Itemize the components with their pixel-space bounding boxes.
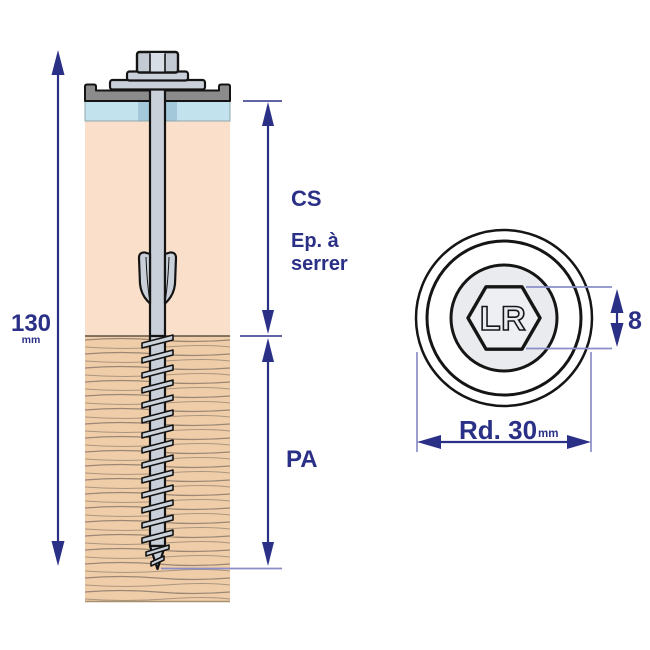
dim-8-arrow-down (610, 323, 624, 347)
washer-dim-label: Rd. 30 (459, 415, 537, 445)
hex-head-facet-lines (149, 53, 166, 72)
reamer-wing-left (137, 251, 152, 305)
dim-pa-arrow-down (262, 542, 274, 566)
dim-hex-size: 8 (526, 286, 642, 350)
thread-flight (141, 364, 174, 379)
thread-flight (141, 439, 174, 454)
thread-flight (141, 484, 174, 499)
thread-flight (141, 409, 174, 424)
wing-edge-line-right (165, 256, 170, 300)
dim-cs-arrow-down (262, 310, 274, 334)
dim-overall-length: 130 mm (11, 50, 65, 566)
washer-dim-unit-label: mm (538, 428, 558, 440)
clamp-zone-code-label: CS (291, 186, 322, 211)
screw-side (108, 50, 207, 571)
thread-flight (141, 529, 174, 544)
hex-size-label: 8 (628, 307, 642, 335)
dim-8-arrow-up (610, 289, 624, 313)
reamer-wing-right (163, 251, 178, 305)
dim-clamp-thickness: CS Ep. à serrer (240, 100, 348, 337)
top-view: LR 8 Rd. 30 mm (414, 228, 642, 452)
side-view: 130 mm CS Ep. à serrer PA (11, 50, 348, 603)
length-value-label: 130 (11, 310, 51, 337)
thread-flight (141, 349, 174, 364)
dim-30-arrow-left (417, 435, 441, 449)
thread-flight (141, 424, 174, 439)
length-unit-label: mm (22, 334, 41, 346)
thread-flight (150, 555, 165, 567)
hex-head-top (466, 285, 542, 351)
dim-130-arrow-up (51, 50, 65, 75)
insulation-cut-right (166, 102, 177, 121)
dim-30-arrow-right (567, 435, 591, 449)
thread-flight (141, 394, 174, 409)
dim-cs-arrow-up (262, 102, 274, 126)
dim-130-arrow-down (51, 541, 65, 566)
clamp-zone-desc-line1: Ep. à (291, 230, 340, 252)
hex-head-center-facet (150, 53, 165, 72)
thread-flight (141, 334, 174, 349)
dim-pa-arrow-up (262, 338, 274, 362)
thread-flight (145, 544, 170, 557)
dim-anchor-depth: PA (161, 338, 318, 570)
thread-flight (141, 379, 174, 394)
dim-washer-diameter: Rd. 30 mm (416, 352, 592, 452)
thread-flight (141, 469, 174, 484)
anchor-zone-code-label: PA (286, 446, 318, 473)
head-marking-label: LR (480, 300, 526, 338)
thread-flight (141, 454, 174, 469)
thread-flight (141, 499, 174, 514)
thread-flight (141, 514, 174, 529)
insulation-cut-left (138, 102, 149, 121)
wing-edge-line-left (145, 256, 150, 300)
clamp-zone-desc-line2: serrer (291, 253, 348, 275)
screw-shank (148, 66, 167, 340)
screw-threads (141, 334, 174, 567)
